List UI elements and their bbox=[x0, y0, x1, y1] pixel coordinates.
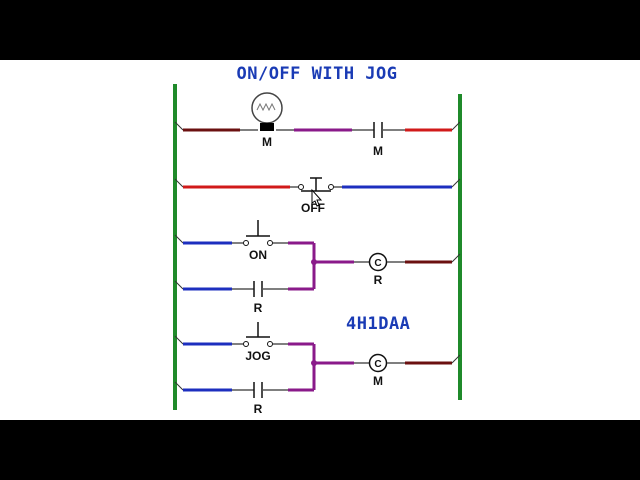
diagram-code: 4H1DAA bbox=[346, 314, 411, 334]
jog-pushbutton-symbol bbox=[243, 322, 273, 347]
off-pushbutton-symbol bbox=[298, 177, 334, 192]
motor-coil-symbol: C bbox=[368, 353, 388, 373]
jog-r-contact-label: R bbox=[254, 402, 263, 416]
jog-button-label: JOG bbox=[245, 349, 270, 363]
relay-coil-letter: C bbox=[374, 258, 381, 269]
rung-2: OFF bbox=[174, 177, 461, 215]
jog-r-contact-symbol bbox=[253, 382, 263, 398]
motor-contact-symbol bbox=[373, 122, 383, 138]
rung-3: ON C R R bbox=[174, 220, 461, 315]
lamp-icon bbox=[251, 92, 283, 131]
motor-coil-letter: C bbox=[374, 359, 381, 370]
seal-in-contact-symbol bbox=[253, 281, 263, 297]
lamp-label: M bbox=[262, 135, 272, 149]
ladder-diagram-canvas: ON/OFF WITH JOG 4H1DAA M M bbox=[0, 60, 640, 420]
off-button-label: OFF bbox=[301, 201, 325, 215]
on-pushbutton-symbol bbox=[243, 220, 273, 246]
ladder-schematic: M M OFF bbox=[173, 84, 462, 416]
relay-coil-label: R bbox=[374, 273, 383, 287]
on-button-label: ON bbox=[249, 248, 267, 262]
motor-contact-label: M bbox=[373, 144, 383, 158]
bottom-letterbox bbox=[0, 420, 640, 480]
hand-cursor-icon bbox=[311, 188, 323, 207]
rung-4: JOG C M R bbox=[174, 322, 461, 416]
diagram-title: ON/OFF WITH JOG bbox=[236, 64, 398, 84]
motor-coil-label: M bbox=[373, 374, 383, 388]
top-letterbox bbox=[0, 0, 640, 60]
rung-1: M M bbox=[174, 92, 461, 158]
seal-in-contact-label: R bbox=[254, 301, 263, 315]
relay-coil-symbol: C bbox=[368, 252, 388, 272]
